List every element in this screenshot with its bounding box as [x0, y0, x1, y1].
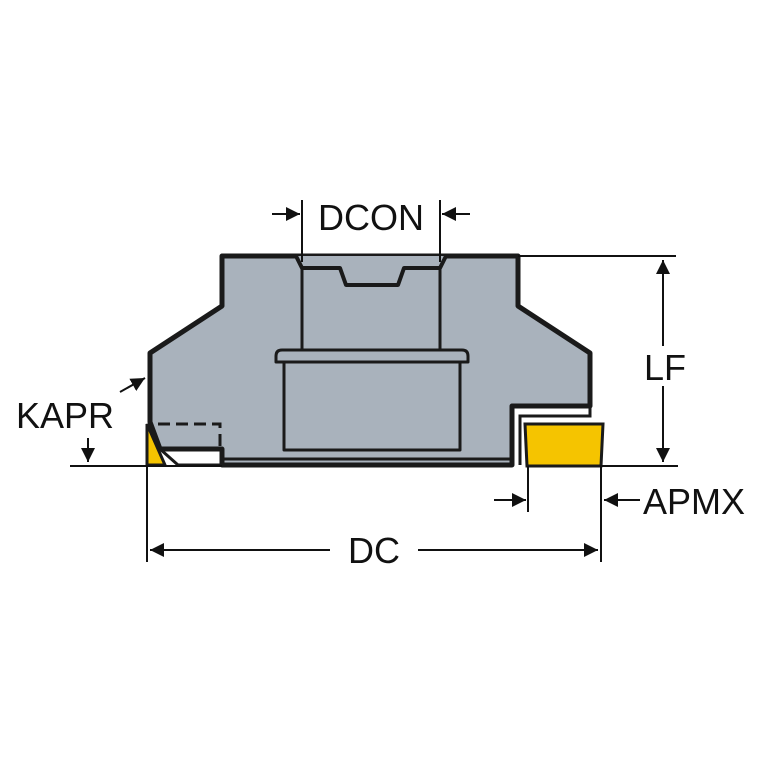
dc-label: DC — [348, 530, 400, 571]
dcon-dimension: DCON — [272, 197, 470, 262]
lf-label-bg — [644, 346, 690, 386]
dcon-label: DCON — [318, 197, 424, 238]
lf-dimension: LF — [518, 255, 690, 467]
insert-right — [523, 422, 605, 468]
hidden-insert-left — [158, 422, 222, 449]
dc-dimension: DC — [146, 466, 602, 571]
kapr-label: KAPR — [16, 395, 114, 436]
insert-pocket-right — [512, 404, 592, 465]
lf-label: LF — [644, 347, 686, 388]
kapr-arrow-top — [119, 377, 146, 393]
arbor-keyway — [294, 255, 448, 287]
apmx-dimension: APMX — [494, 466, 745, 522]
inner-recess — [274, 348, 470, 452]
cutter-body — [147, 253, 593, 468]
apmx-label: APMX — [643, 481, 745, 522]
